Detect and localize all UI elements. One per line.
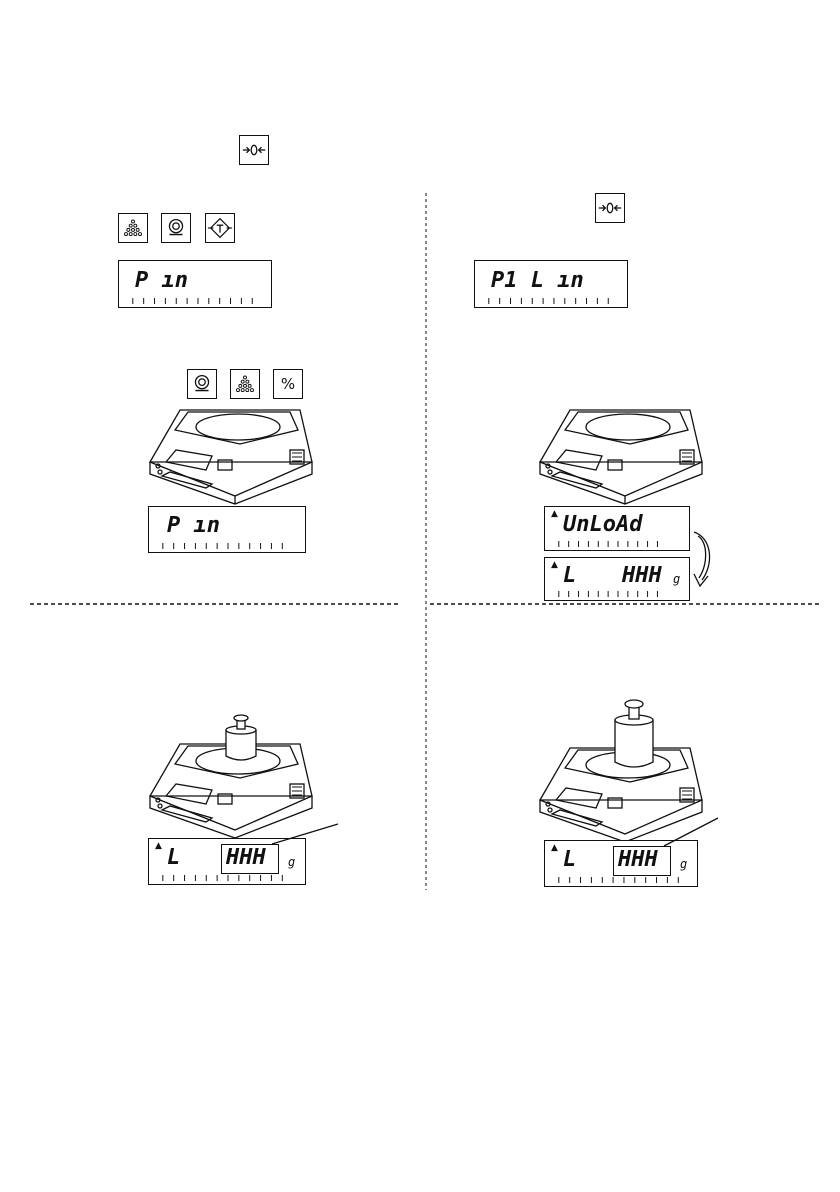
lcd-tick-marks bbox=[119, 295, 271, 307]
vertical-divider bbox=[425, 193, 427, 890]
lcd-text: P ın bbox=[135, 261, 188, 299]
balance-scale bbox=[140, 400, 320, 505]
percent-key-icon: % bbox=[274, 370, 302, 398]
curved-arrow-icon bbox=[690, 528, 718, 594]
lcd-text: P1 L ın bbox=[491, 261, 584, 299]
weighing-mode-key-2 bbox=[187, 369, 217, 399]
balance-scale-small-weight bbox=[140, 712, 320, 838]
lcd-value: HHH bbox=[226, 839, 266, 876]
lcd-tick-marks bbox=[545, 874, 697, 886]
stable-indicator-icon: ▲ bbox=[155, 841, 162, 851]
weighing-mode-key-icon bbox=[188, 370, 216, 398]
stable-indicator-icon: ▲ bbox=[551, 843, 558, 853]
lcd-prefix: L bbox=[167, 839, 180, 876]
lcd-tick-marks bbox=[149, 872, 305, 884]
stable-indicator-icon: ▲ bbox=[551, 560, 558, 570]
lcd-text: P ın bbox=[167, 507, 220, 544]
balance-scale-2 bbox=[530, 400, 710, 505]
lcd-display-pin-2: P ın bbox=[148, 506, 306, 553]
lcd-prefix: L bbox=[563, 558, 576, 592]
lcd-unit: g bbox=[673, 572, 680, 586]
pieces-counting-key bbox=[118, 213, 148, 243]
lcd-display-l-hhh: ▲ L HHH g bbox=[544, 557, 690, 601]
lcd-text: UnLoAd bbox=[563, 507, 642, 542]
weighing-mode-key bbox=[161, 213, 191, 243]
weighing-mode-key-icon bbox=[162, 214, 190, 242]
callout-line-2 bbox=[662, 816, 722, 848]
lcd-tick-marks bbox=[475, 295, 627, 307]
lcd-unit: g bbox=[680, 857, 687, 871]
lcd-tick-marks bbox=[545, 538, 689, 550]
lcd-display-p1lin: P1 L ın bbox=[474, 260, 628, 308]
percent-key: % bbox=[273, 369, 303, 399]
lcd-value: HHH bbox=[618, 841, 658, 878]
lcd-display-pin: P ın bbox=[118, 260, 272, 308]
tare-key bbox=[205, 213, 235, 243]
lcd-value: HHH bbox=[622, 558, 662, 592]
tare-key-icon bbox=[206, 214, 234, 242]
lcd-tick-marks bbox=[149, 540, 305, 552]
lcd-unit: g bbox=[288, 855, 295, 869]
lcd-tick-marks bbox=[545, 588, 689, 600]
pieces-counting-key-2 bbox=[230, 369, 260, 399]
zero-key-2 bbox=[595, 193, 625, 223]
pieces-counting-key-icon bbox=[119, 214, 147, 242]
zero-key-icon bbox=[596, 194, 624, 222]
zero-key-icon bbox=[240, 136, 268, 164]
pieces-counting-key-icon bbox=[231, 370, 259, 398]
lcd-prefix: L bbox=[563, 841, 576, 878]
horizontal-divider-left bbox=[30, 603, 400, 605]
stable-indicator-icon: ▲ bbox=[551, 509, 558, 519]
zero-key bbox=[239, 135, 269, 165]
lcd-display-unload: ▲ UnLoAd bbox=[544, 506, 690, 551]
horizontal-divider-right bbox=[430, 603, 820, 605]
callout-line bbox=[270, 822, 340, 846]
